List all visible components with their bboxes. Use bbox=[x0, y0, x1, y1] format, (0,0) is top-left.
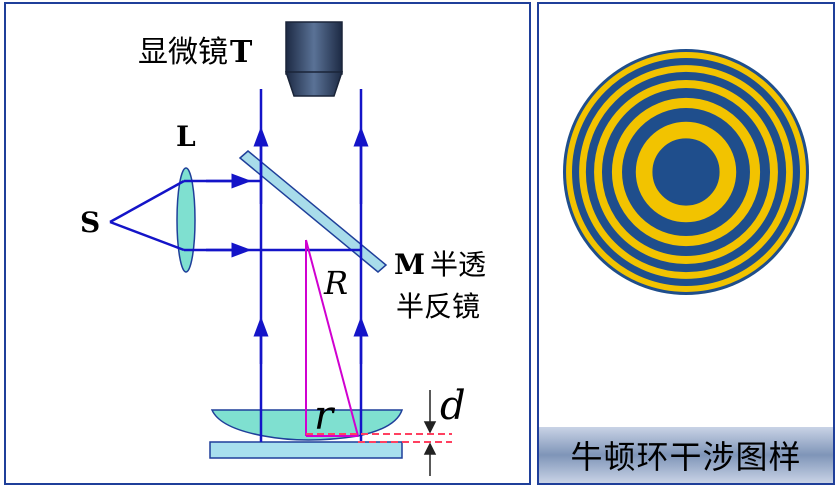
gap-marker bbox=[306, 433, 452, 443]
gap-arrows bbox=[423, 390, 437, 476]
radius-construction bbox=[305, 239, 359, 437]
ring-center-spot bbox=[656, 142, 716, 202]
ring-light-2 bbox=[611, 97, 761, 247]
lens-label: L bbox=[176, 120, 196, 153]
radius-label: R bbox=[323, 264, 348, 302]
glass-plate bbox=[209, 441, 403, 459]
mirror-text-line2: 半反镜 bbox=[396, 290, 480, 323]
ring-light-4 bbox=[579, 65, 793, 279]
microscope-label: 显微镜 bbox=[138, 35, 228, 70]
source-label: S bbox=[80, 206, 100, 239]
converging-lens bbox=[176, 167, 196, 273]
mirror-text-line1: 半透 bbox=[430, 248, 486, 281]
microscope-letter: T bbox=[230, 35, 253, 70]
half-mirror bbox=[238, 150, 388, 273]
apparatus-svg: 显微镜 T L S M 半透 半反镜 R r d bbox=[80, 21, 486, 476]
pattern-caption: 牛顿环干涉图样 bbox=[539, 425, 833, 483]
ring-light-5 bbox=[566, 52, 806, 292]
newton-rings-pattern bbox=[563, 49, 809, 295]
mirror-letter: M bbox=[394, 248, 425, 281]
newton-rings-panel: 牛顿环干涉图样 bbox=[537, 2, 835, 485]
gap-label: d bbox=[440, 383, 466, 429]
ring-light-1 bbox=[635, 121, 737, 223]
ring-radius-label: r bbox=[314, 393, 336, 439]
microscope-objective bbox=[284, 21, 344, 97]
newton-rings-svg bbox=[563, 49, 809, 295]
apparatus-diagram: 显微镜 T L S M 半透 半反镜 R r d bbox=[4, 2, 531, 485]
light-rays bbox=[109, 89, 369, 442]
ring-light-3 bbox=[594, 80, 778, 264]
